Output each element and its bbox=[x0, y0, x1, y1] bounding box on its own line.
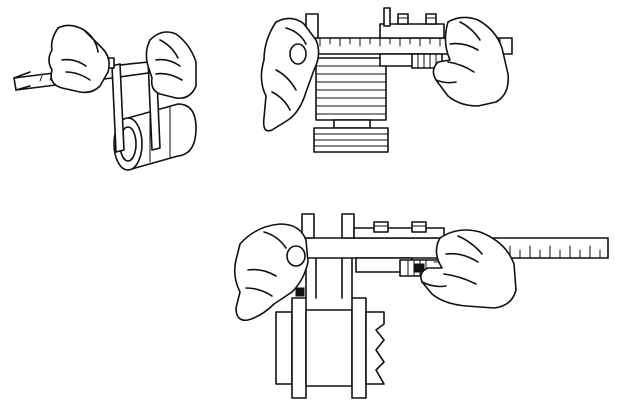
right-hand-panel-2 bbox=[432, 16, 510, 107]
right-hand-panel-1 bbox=[145, 31, 197, 100]
panel-flanged-part-measurement bbox=[233, 213, 609, 399]
panel-stepped-part-measurement bbox=[260, 7, 513, 153]
right-hand-panel-3 bbox=[420, 229, 517, 309]
panel-outer-diameter-measurement bbox=[13, 24, 197, 171]
left-hand-panel-1 bbox=[48, 24, 110, 94]
stepped-workpiece bbox=[313, 57, 389, 153]
left-hand-panel-3 bbox=[233, 223, 309, 322]
left-hand-panel-2 bbox=[260, 17, 320, 132]
flanged-workpiece bbox=[275, 245, 385, 399]
